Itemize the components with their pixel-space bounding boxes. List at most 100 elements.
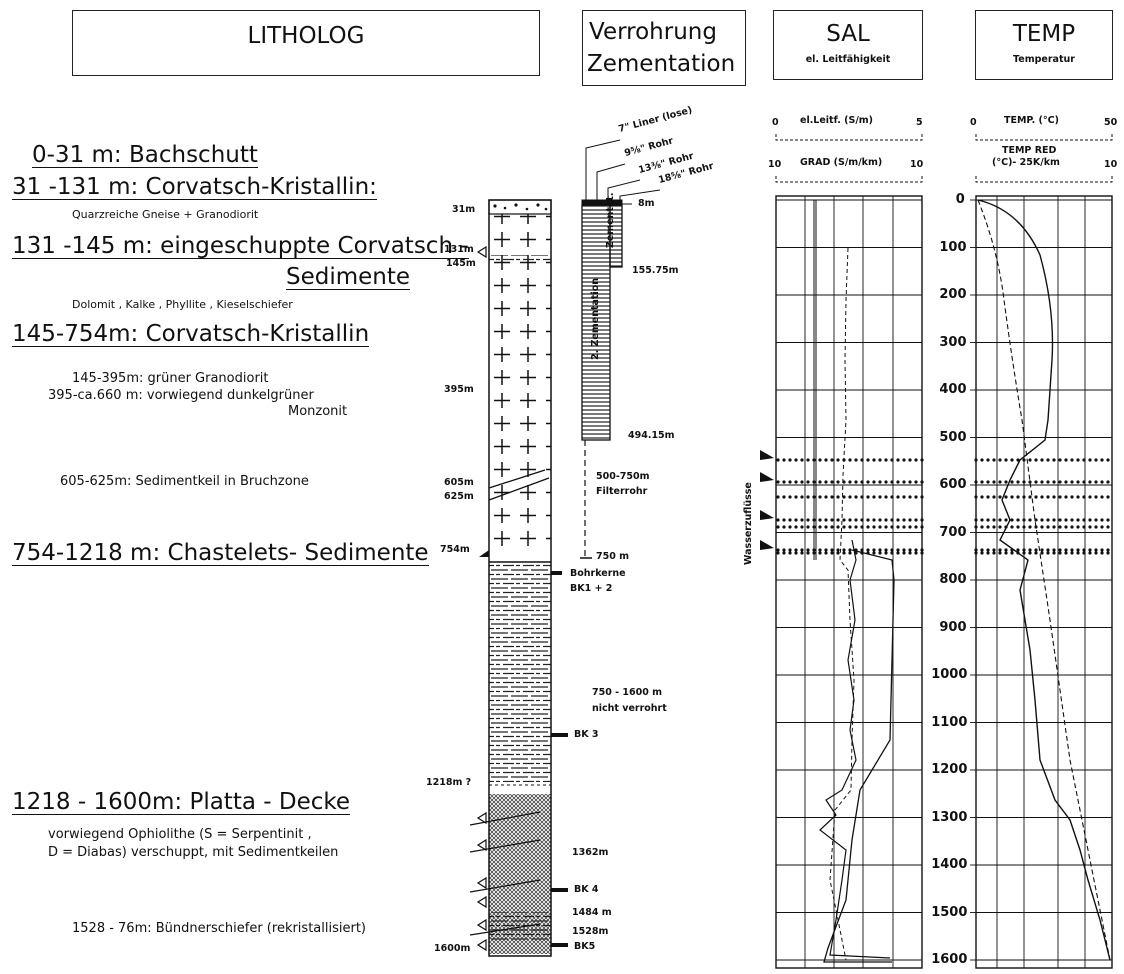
sal-leitf-max: 5 [916, 117, 923, 128]
unit-sedimente: Sedimente [286, 264, 411, 290]
water-inflow-dot [1034, 480, 1038, 484]
water-inflow-dot [902, 548, 906, 552]
water-inflow-dot [1076, 458, 1080, 462]
water-inflow-dot [1034, 458, 1038, 462]
water-inflow-dot [1040, 495, 1044, 499]
casing-750: 750 m [596, 551, 630, 562]
water-inflow-dot [866, 495, 870, 499]
water-inflow-dot [896, 518, 900, 522]
water-inflow-dot [1094, 480, 1098, 484]
water-inflow-dot [1052, 548, 1056, 552]
temp-panel [975, 134, 1113, 969]
water-inflow-dot [890, 495, 894, 499]
water-inflow-dot [980, 551, 984, 555]
water-inflow-dot [776, 495, 780, 499]
water-inflow-dot [1070, 548, 1074, 552]
water-inflow-dot [1028, 480, 1032, 484]
water-inflow-dot [1016, 518, 1020, 522]
water-inflow-dot [896, 458, 900, 462]
water-inflow-dot [1064, 518, 1068, 522]
water-inflow-dot [836, 518, 840, 522]
water-inflow-dot [986, 548, 990, 552]
water-inflow-dot [830, 548, 834, 552]
casing-column [551, 139, 661, 947]
water-inflow-dot [860, 495, 864, 499]
water-inflow-dot [1028, 551, 1032, 555]
water-inflow-dot [1106, 525, 1110, 529]
water-inflow-dot [824, 525, 828, 529]
water-inflow-dot [1064, 551, 1068, 555]
depth-tick-label: 300 [939, 334, 967, 350]
water-inflow-dot [890, 458, 894, 462]
water-inflow-dot [1106, 458, 1110, 462]
water-inflow-dot [800, 551, 804, 555]
water-inflow-dot [818, 548, 822, 552]
depth-tick-label: 800 [939, 572, 967, 587]
water-inflow-dot [1100, 495, 1104, 499]
water-inflow-dot [872, 551, 876, 555]
water-inflow-dot [974, 525, 978, 529]
litholog-column [469, 199, 552, 957]
casing-filter-range: 500-750m [596, 471, 650, 482]
water-inflow-dot [866, 551, 870, 555]
water-inflow-dot [1076, 495, 1080, 499]
water-inflow-dot [890, 551, 894, 555]
water-inflow-dot [1034, 525, 1038, 529]
water-inflow-dot [782, 458, 786, 462]
water-inflow-dot [824, 458, 828, 462]
water-inflow-dot [1058, 458, 1062, 462]
water-inflow-dot [800, 480, 804, 484]
water-inflow-dot [1010, 480, 1014, 484]
water-inflow-dot [1082, 525, 1086, 529]
water-inflow-dot [1046, 480, 1050, 484]
water-inflow-dot [1094, 548, 1098, 552]
unit-eingeschuppte: 131 -145 m: eingeschuppte Corvatsch - [12, 233, 469, 259]
casing-zementation2: 2. Zementation [590, 277, 601, 360]
water-inflow-dot [884, 458, 888, 462]
water-inflow-dot [854, 525, 858, 529]
water-inflow-dot [890, 480, 894, 484]
water-inflow-dot [818, 551, 822, 555]
unit-ophiolithe-2: D = Diabas) verschuppt, mit Sedimentkeil… [48, 845, 339, 860]
water-inflow-dot [878, 458, 882, 462]
water-inflow-dot [818, 525, 822, 529]
water-inflow-dot [872, 525, 876, 529]
water-inflow-dot [914, 525, 918, 529]
water-inflow-dot [884, 525, 888, 529]
water-inflow-dot [812, 495, 816, 499]
water-inflow-dot [1046, 548, 1050, 552]
water-inflow-dot [1034, 495, 1038, 499]
water-inflow-dot [824, 480, 828, 484]
water-inflow-dot [878, 495, 882, 499]
unit-platta: 1218 - 1600m: Platta - Decke [12, 789, 351, 815]
unit-granodiorit: 145-395m: grüner Granodiorit [72, 371, 269, 386]
water-inflow-dot [980, 458, 984, 462]
verrohrung-header: Verrohrung Zementation [582, 10, 746, 86]
water-inflow-dot [1070, 518, 1074, 522]
water-inflow-dot [860, 518, 864, 522]
water-inflow-dot [1040, 458, 1044, 462]
water-inflow-dot [848, 518, 852, 522]
water-inflow-dot [992, 518, 996, 522]
water-inflow-dot [986, 458, 990, 462]
water-inflow-dot [992, 458, 996, 462]
water-inflow-dot [908, 480, 912, 484]
water-inflow-dot [1100, 548, 1104, 552]
water-inflow-dot [980, 525, 984, 529]
water-inflow-dot [1034, 548, 1038, 552]
water-inflow-dot [788, 551, 792, 555]
depth-tick-label: 900 [939, 619, 967, 635]
water-inflow-dot [866, 480, 870, 484]
water-inflow-dot [806, 551, 810, 555]
water-inflow-dot [914, 518, 918, 522]
water-inflow-dot [848, 548, 852, 552]
water-inflow-dot [902, 495, 906, 499]
water-inflow-dot [788, 495, 792, 499]
water-inflow-dot [782, 548, 786, 552]
water-inflow-dot [920, 480, 924, 484]
water-inflow-dot [896, 480, 900, 484]
sal-leitf-label: el.Leitf. (S/m) [800, 115, 874, 126]
water-inflow-dot [1028, 458, 1032, 462]
water-inflow-dot [878, 480, 882, 484]
water-inflow-dot [1070, 495, 1074, 499]
